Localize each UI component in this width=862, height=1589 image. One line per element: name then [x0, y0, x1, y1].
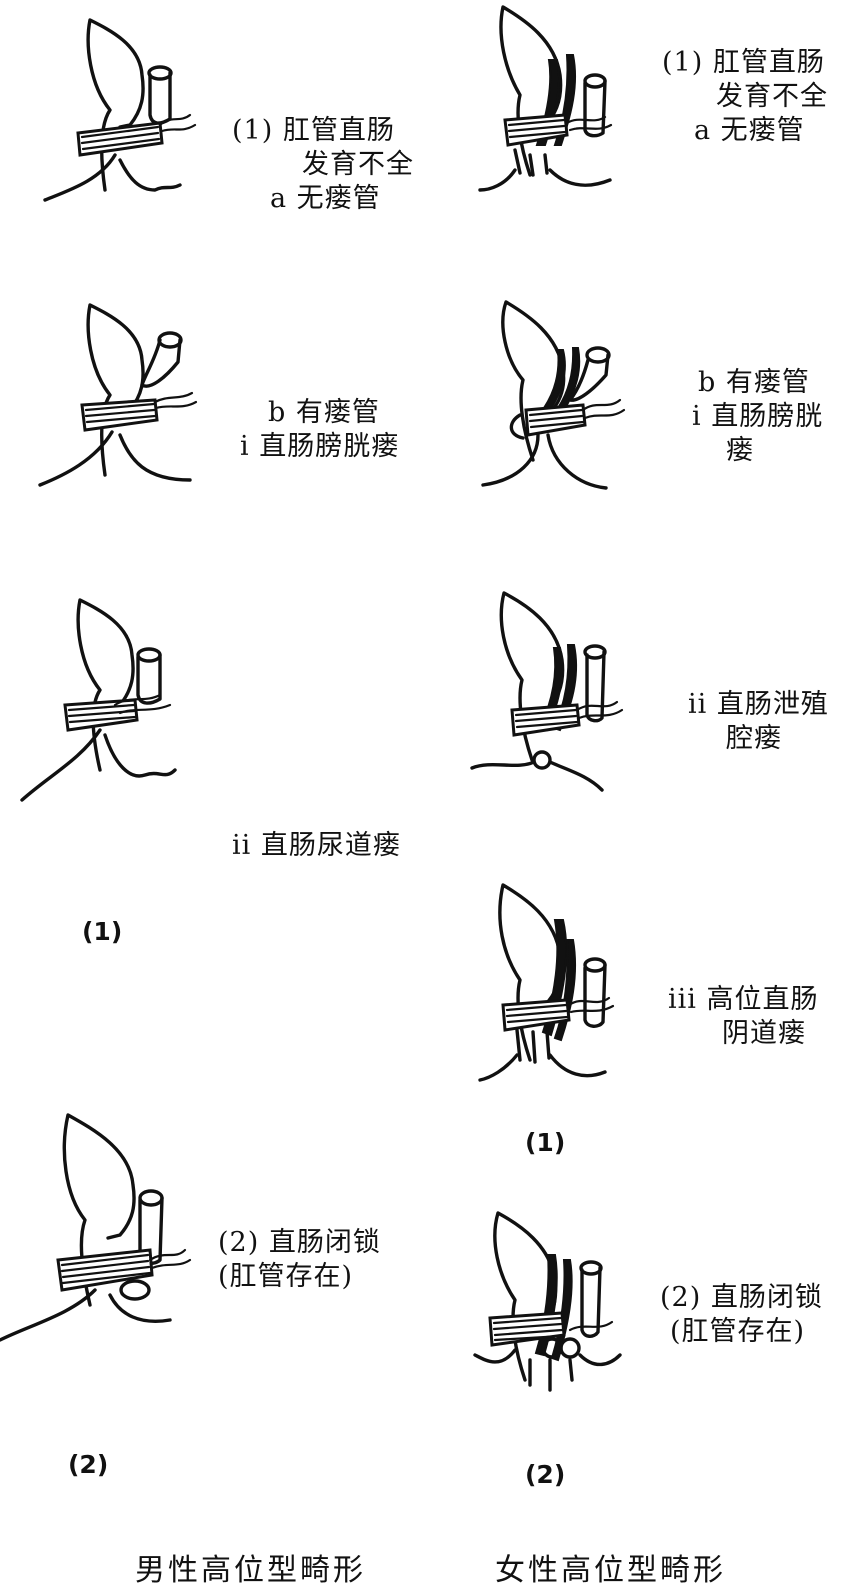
- male-rectal-atresia-drawing: [0, 1110, 200, 1360]
- caption-line: b 有瘘管: [698, 367, 810, 398]
- caption-line: 瘘: [726, 435, 754, 466]
- female-fistula-caption: b 有瘘管 i 直肠膀胱 瘘: [692, 366, 823, 468]
- caption-line: i 直肠膀胱瘘: [240, 431, 400, 462]
- female-column-title: 女性高位型畸形: [495, 1553, 726, 1588]
- caption-line: iii 高位直肠: [668, 984, 819, 1015]
- caption-line: (1) 肛管直肠: [232, 115, 395, 146]
- caption-line: (肛管存在): [670, 1316, 806, 1347]
- male-column-title: 男性高位型畸形: [135, 1553, 366, 1588]
- caption-line: 腔瘘: [726, 723, 782, 754]
- female-atresia-caption: (2) 直肠闭锁 (肛管存在): [660, 1281, 823, 1349]
- caption-line: 阴道瘘: [722, 1018, 806, 1049]
- caption-line: i 直肠膀胱: [692, 401, 824, 432]
- female-group1-label: (1): [525, 1128, 566, 1157]
- female-rectocloacal-fistula-drawing: [462, 590, 632, 800]
- female-rectovaginal-caption: iii 高位直肠 阴道瘘: [668, 983, 819, 1051]
- male-agenesis-caption: (1) 肛管直肠 发育不全 a 无瘘管: [232, 114, 414, 216]
- male-group1-label: (1): [82, 917, 123, 946]
- female-rectal-atresia-drawing: [470, 1210, 630, 1410]
- male-atresia-caption: (2) 直肠闭锁 (肛管存在): [218, 1226, 381, 1294]
- male-fistula-caption: b 有瘘管 i 直肠膀胱瘘: [240, 396, 399, 464]
- caption-line: (肛管存在): [218, 1261, 354, 1292]
- female-rectovesical-fistula-drawing: [478, 300, 638, 500]
- male-rectourethral-caption: ii 直肠尿道瘘: [232, 830, 401, 861]
- female-rectocloacal-caption: ii 直肠泄殖 腔瘘: [688, 688, 829, 756]
- caption-line: a 无瘘管: [694, 115, 805, 146]
- female-agenesis-caption: (1) 肛管直肠 发育不全 a 无瘘管: [662, 46, 828, 148]
- female-agenesis-no-fistula-drawing: [475, 5, 635, 195]
- male-agenesis-no-fistula-drawing: [30, 15, 220, 205]
- caption-line: (1) 肛管直肠: [662, 47, 825, 78]
- female-high-rectovaginal-fistula-drawing: [475, 880, 635, 1090]
- male-rectourethral-fistula-drawing: [20, 595, 210, 810]
- caption-line: (2) 直肠闭锁: [218, 1227, 381, 1258]
- caption-line: 发育不全: [716, 81, 828, 112]
- caption-line: a 无瘘管: [270, 183, 381, 214]
- caption-line: (2) 直肠闭锁: [660, 1282, 823, 1313]
- male-group2-label: (2): [68, 1450, 109, 1479]
- caption-line: b 有瘘管: [268, 397, 380, 428]
- caption-line: 发育不全: [302, 149, 414, 180]
- male-rectovesical-fistula-drawing: [30, 300, 220, 490]
- caption-line: ii 直肠泄殖: [688, 689, 829, 720]
- female-group2-label: (2): [525, 1460, 566, 1489]
